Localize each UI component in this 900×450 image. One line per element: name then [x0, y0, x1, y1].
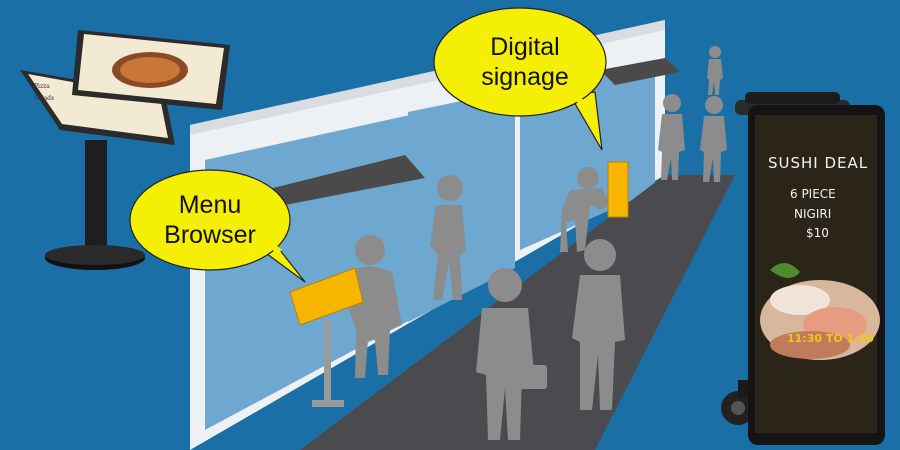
menu-browser-label-line2: Browser	[164, 221, 256, 249]
menu-browser-device	[289, 267, 364, 407]
person-walking-left	[430, 175, 466, 300]
digital-signage-device	[607, 161, 629, 218]
signage-line2: NIGIRI	[794, 207, 831, 221]
signage-time: 11:30 TO 1:30	[787, 332, 874, 345]
kiosk-item-salads: Salads	[34, 95, 54, 102]
signage-line1: 6 PIECE	[790, 187, 836, 201]
menu-browser-label-line1: Menu	[179, 191, 242, 219]
signage-screen	[755, 115, 877, 433]
restaurant-kiosk: Pizza Salads	[20, 30, 230, 270]
signage-title: SUSHI DEAL	[768, 154, 868, 172]
digital-signage-label-line2: signage	[481, 63, 569, 91]
signage-price: $10	[806, 226, 829, 240]
person-with-briefcase	[476, 268, 547, 440]
awning-right	[600, 58, 680, 85]
menu-browser-callout: Menu Browser	[129, 169, 306, 283]
person-with-backpack	[572, 239, 625, 410]
awning-left	[265, 155, 425, 205]
shop-windows	[205, 60, 655, 430]
distant-people	[658, 46, 727, 182]
digital-signage-label-line1: Digital	[490, 33, 559, 61]
kiosk-item-pizza: Pizza	[34, 83, 50, 90]
person-at-signage	[560, 167, 610, 252]
digital-signage-callout: Digital signage	[433, 7, 607, 151]
sidewalk-sign-stand: SUSHI DEAL 6 PIECE NIGIRI $10 11:30 TO 1…	[721, 92, 885, 445]
